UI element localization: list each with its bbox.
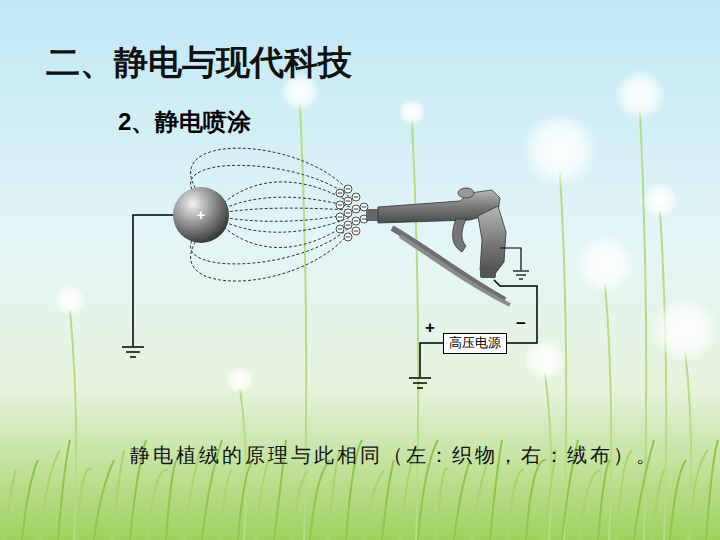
- negative-droplet: [336, 201, 344, 209]
- minus-sign: [362, 207, 367, 208]
- gun-trigger: [453, 219, 466, 252]
- grass-blade: [436, 468, 448, 540]
- grass-blade: [310, 460, 330, 540]
- minus-sign: [346, 213, 351, 214]
- negative-droplet: [352, 217, 360, 225]
- grass-blade: [526, 460, 546, 540]
- grass-blade: [58, 440, 70, 540]
- dandelion-puff: [54, 284, 86, 316]
- grass-blade: [688, 450, 708, 540]
- ground-symbol: [409, 378, 431, 388]
- grass-stem: [660, 211, 666, 540]
- grass-blade: [220, 470, 232, 540]
- minus-sign: [338, 217, 343, 218]
- negative-droplet: [352, 193, 360, 201]
- minus-sign: [346, 201, 351, 202]
- minus-sign: [346, 189, 351, 190]
- minus-sign: [354, 197, 359, 198]
- negative-droplet: [344, 233, 352, 241]
- terminal-plus: +: [425, 318, 435, 338]
- grass-blade: [76, 468, 92, 540]
- gun-cap: [458, 188, 474, 198]
- grass-blade: [364, 470, 384, 540]
- ground-symbol: [513, 271, 529, 279]
- grass-blade: [706, 440, 718, 540]
- field-line: [220, 214, 350, 221]
- field-line: [220, 217, 350, 232]
- grass-blade: [508, 470, 524, 540]
- dandelion-puff: [614, 69, 666, 121]
- supply-label: 高压电源: [449, 336, 501, 351]
- grass-blade: [238, 460, 254, 540]
- minus-sign: [354, 209, 359, 210]
- negative-droplet: [344, 197, 352, 205]
- terminal-minus: −: [516, 314, 526, 334]
- grass-blade: [94, 460, 114, 540]
- ground-wire: [133, 215, 180, 346]
- grass-blade: [22, 460, 38, 540]
- minus-sign: [338, 193, 343, 194]
- grass-blade: [598, 460, 610, 540]
- grass-blade: [652, 470, 664, 540]
- grass-stem: [70, 310, 76, 540]
- spray-gun: [366, 188, 510, 305]
- minus-sign: [354, 221, 359, 222]
- minus-sign: [338, 205, 343, 206]
- gun-base: [480, 266, 496, 278]
- grass-blade: [112, 450, 124, 540]
- dandelion-puff: [226, 366, 254, 394]
- grass-blade: [4, 470, 16, 540]
- grass-stem: [412, 120, 418, 540]
- grass-blade: [166, 460, 178, 540]
- minus-sign: [362, 219, 367, 220]
- grass-blade: [40, 450, 60, 540]
- charged-sphere: +: [173, 187, 229, 243]
- grass-blade: [292, 470, 308, 540]
- grass-blade: [382, 460, 394, 540]
- grass-stem: [605, 283, 611, 540]
- minus-sign: [354, 231, 359, 232]
- dandelion-puff: [398, 98, 426, 126]
- field-line: [191, 148, 350, 196]
- negative-droplet: [352, 205, 360, 213]
- dandelion-puffs: [54, 69, 719, 394]
- slide-caption: 静电植绒的原理与此相同（左：织物，右：绒布）。: [130, 442, 659, 469]
- subtitle: 2、静电喷涂: [118, 108, 251, 137]
- grass-blade: [670, 460, 686, 540]
- gun-handle: [478, 206, 506, 278]
- minus-sign: [338, 229, 343, 230]
- dandelion-puff: [642, 182, 678, 218]
- grass-stems: [4, 104, 718, 540]
- field-line: [220, 208, 350, 213]
- ground-wire: [500, 248, 521, 270]
- field-line: [220, 222, 350, 248]
- grass-blade: [148, 470, 168, 540]
- dandelion-puff: [523, 338, 567, 382]
- negative-droplet: [344, 209, 352, 217]
- dandelion-puff: [522, 112, 598, 188]
- grass-blade: [454, 460, 470, 540]
- slide-title: 二、静电与现代科技: [46, 40, 352, 86]
- negative-droplet: [344, 185, 352, 193]
- negative-droplet: [336, 213, 344, 221]
- power-supply-box: 高压电源: [443, 333, 507, 354]
- grass-blade: [580, 470, 600, 540]
- negative-droplet: [336, 225, 344, 233]
- charged-droplets: [336, 185, 368, 241]
- minus-sign: [346, 225, 351, 226]
- minus-sign: [346, 237, 351, 238]
- dandelion-puff: [651, 296, 719, 364]
- ground-symbol: [122, 347, 144, 357]
- dandelion-puff: [575, 235, 635, 295]
- negative-droplet: [344, 221, 352, 229]
- negative-droplet: [352, 227, 360, 235]
- negative-droplet: [336, 189, 344, 197]
- sphere-sign: +: [197, 206, 206, 223]
